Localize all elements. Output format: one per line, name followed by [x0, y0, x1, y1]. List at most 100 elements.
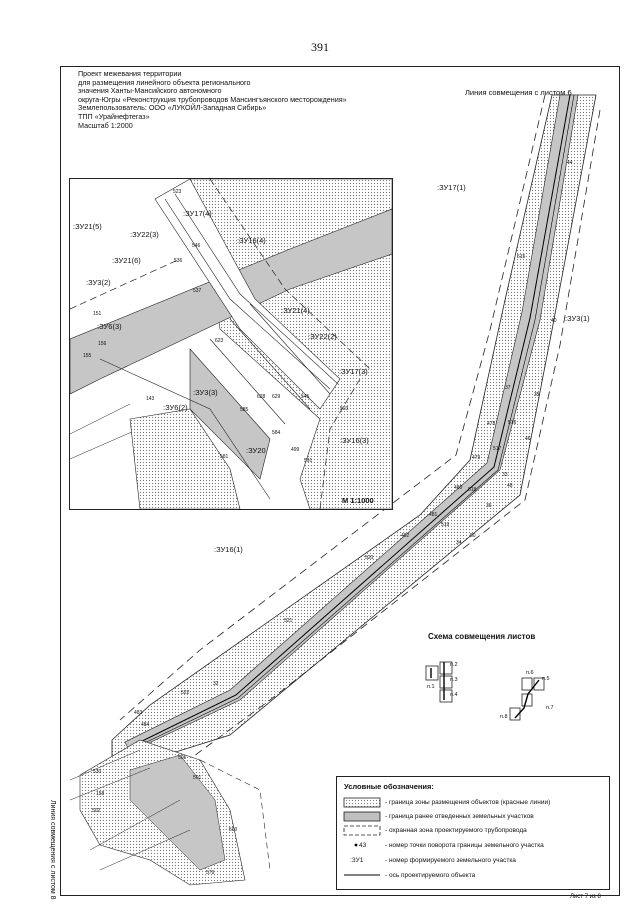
- point-number: 143: [146, 396, 155, 402]
- parcel-label: :ЗУ3(1): [565, 314, 590, 323]
- point-number: 505: [178, 755, 187, 761]
- point-number: 536: [174, 258, 183, 264]
- parcel-label: :ЗУ16(3): [340, 436, 369, 445]
- schema-sheet-label: п.8: [500, 714, 508, 720]
- point-number: 517: [493, 446, 502, 452]
- point-number: 521: [284, 618, 293, 624]
- parcel-label: :ЗУ17(3): [339, 367, 368, 376]
- legend-title: Условные обозначения:: [344, 782, 434, 791]
- legend-item: - граница зоны размещения объектов (крас…: [385, 799, 551, 806]
- parcel-label: :ЗУ20: [246, 446, 266, 455]
- sheet-number: Лист 7 из 8: [570, 894, 601, 900]
- point-number: 520: [365, 555, 374, 561]
- schema-sheet-label: п.1: [427, 684, 435, 690]
- parcel-label: :ЗУ6(3): [97, 322, 122, 331]
- point-number: 37: [505, 385, 511, 391]
- match-line-left: Линия совмещения с листом 8: [49, 800, 56, 900]
- point-number: 155: [83, 353, 92, 359]
- point-number: 519: [441, 522, 450, 528]
- point-number: 628: [257, 394, 266, 400]
- point-number: 500: [229, 827, 238, 833]
- point-number: 484: [141, 722, 150, 728]
- drawing-frame: [60, 66, 620, 896]
- schema-sheet-label: п.2: [450, 662, 458, 668]
- schema-diagram: [425, 661, 545, 721]
- parcel-label: :ЗУ6(2): [163, 403, 188, 412]
- legend-point-sample: 43: [359, 842, 367, 849]
- schema-sheet-label: п.5: [542, 676, 550, 682]
- point-number: 479: [472, 455, 481, 461]
- title-line: для размещения линейного объекта региона…: [78, 77, 251, 87]
- point-number: 34: [456, 540, 462, 546]
- point-number: 151: [93, 311, 102, 317]
- point-number: 158: [96, 791, 105, 797]
- schema-sheet-label: п.4: [450, 692, 458, 698]
- point-number: 32: [213, 681, 219, 687]
- point-number: 156: [98, 341, 107, 347]
- point-number: 518: [468, 487, 477, 493]
- point-number: 545: [301, 394, 310, 400]
- point-number: 33: [502, 472, 508, 478]
- legend-item: - охранная зона проектируемого трубопров…: [385, 827, 527, 834]
- schema-sheet-label: п.6: [526, 670, 534, 676]
- legend-item: - граница ранее отведенных земельных уча…: [385, 813, 534, 820]
- point-number: 503: [340, 406, 349, 412]
- schema-sheet-label: п.7: [546, 705, 554, 711]
- parcel-label: :ЗУ22(2): [308, 332, 337, 341]
- point-number: 483: [134, 710, 143, 716]
- legend-box: [336, 776, 610, 890]
- point-number: 499: [291, 447, 300, 453]
- pipeline-axis-2: [129, 94, 575, 751]
- parcel-label: :ЗУ21(5): [73, 222, 102, 231]
- title-line: Проект межевания территории: [78, 69, 182, 78]
- schema-sheet-label: п.3: [450, 677, 458, 683]
- point-number: 501: [193, 775, 202, 781]
- point-number: 35: [534, 392, 540, 398]
- schema-title: Схема совмещения листов: [428, 632, 536, 641]
- inset-drawing: [69, 178, 393, 510]
- pipeline-axis: [127, 94, 571, 749]
- parcel-label: :ЗУ17(1): [437, 183, 466, 192]
- point-number: 546: [192, 243, 201, 249]
- title-line: ТПП «Урайнефтегаз»: [78, 111, 150, 121]
- title-line: округа-Югры «Реконструкция трубопроводов…: [78, 94, 347, 104]
- title-line: значения Ханты-Мансийского автономного: [78, 86, 222, 96]
- parcel-label: :ЗУ3(2): [86, 278, 111, 287]
- parcel-label: :ЗУ16(1): [214, 545, 243, 554]
- parcel-label: :ЗУ22(3): [130, 230, 159, 239]
- legend-item: - номер точки поворота границы земельног…: [385, 842, 544, 849]
- point-number: 502: [92, 808, 101, 814]
- protection-zone-right: [174, 109, 601, 771]
- legend-item: - ось проектируемого объекта: [385, 872, 476, 879]
- point-number: 515: [517, 254, 526, 260]
- point-number: 516: [508, 420, 517, 426]
- point-number: 48: [507, 483, 513, 489]
- legend-item: - номер формируемого земельного участка: [385, 857, 516, 864]
- point-number: 478: [487, 421, 496, 427]
- point-number: 581: [220, 454, 229, 460]
- point-number: 579: [206, 870, 215, 876]
- inset-scale: М 1:1000: [342, 496, 374, 505]
- page-number: 391: [311, 40, 329, 54]
- parcel-label: :ЗУ21(4): [281, 306, 310, 315]
- legend-symbols: [343, 797, 381, 876]
- point-number: 46: [525, 436, 531, 442]
- parcel-label: :ЗУ17(4): [183, 209, 212, 218]
- point-number: 522: [181, 690, 190, 696]
- point-number: 537: [193, 288, 202, 294]
- parcel-label: :ЗУ3(3): [193, 388, 218, 397]
- parcel-label: :ЗУ16(4): [237, 236, 266, 245]
- parcel-label: :ЗУ21(6): [112, 256, 141, 265]
- point-number: 40: [551, 318, 557, 324]
- point-number: 50: [470, 533, 476, 539]
- title-block: Проект межевания территории для размещен…: [78, 69, 408, 130]
- title-line: Землепользователь: ООО «ЛУКОЙЛ-Западная …: [78, 103, 267, 113]
- point-number: 530: [93, 769, 102, 775]
- point-number: 523: [173, 189, 182, 195]
- point-number: 623: [215, 338, 224, 344]
- point-number: 629: [272, 394, 281, 400]
- protection-zone-left: [119, 94, 546, 721]
- legend-parcel-sample: :ЗУ1: [350, 857, 364, 864]
- point-number: 585: [240, 407, 249, 413]
